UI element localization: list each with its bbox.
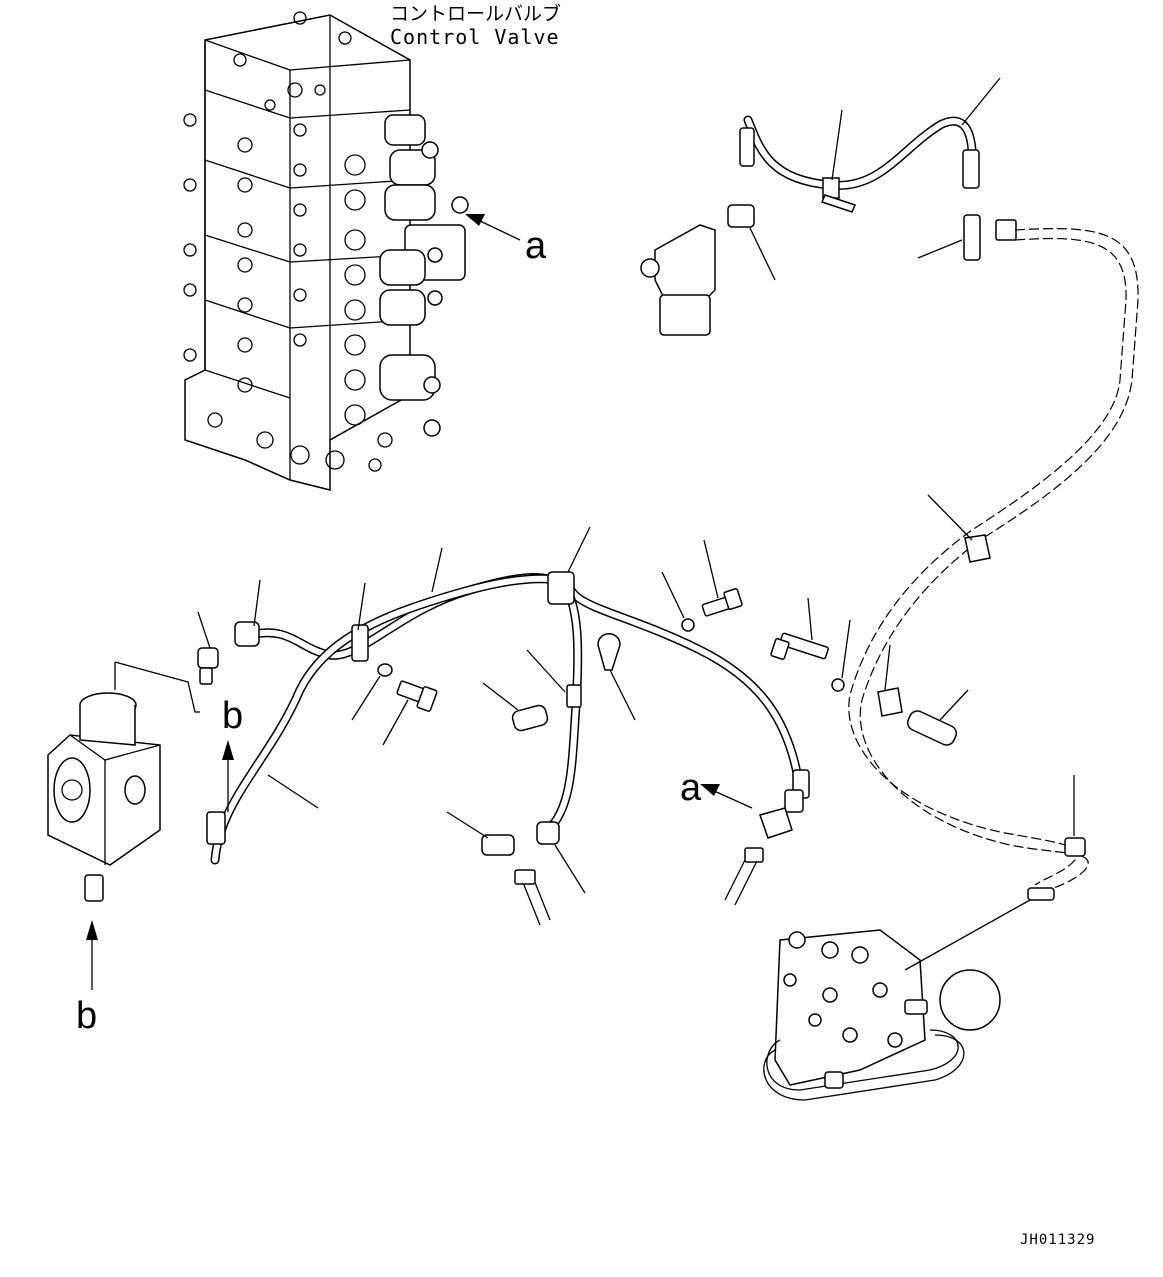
- control-valve-illustration: [183, 11, 469, 491]
- view-marker-b-lower: b: [76, 995, 97, 1037]
- view-arrow-a-upper: a: [465, 214, 547, 267]
- title-english: Control Valve: [390, 25, 560, 49]
- right-sleeve-bolt: [770, 597, 969, 746]
- view-marker-a-upper: a: [525, 225, 547, 267]
- view-marker-a-lower: a: [680, 767, 702, 809]
- upper-right-hose-assembly: [640, 77, 1017, 336]
- view-arrow-a-lower: a: [680, 767, 793, 906]
- main-hose-assembly: [206, 526, 810, 894]
- center-hardware: [351, 539, 743, 926]
- pilot-valve-illustration: [763, 899, 1031, 1101]
- view-arrow-b-upper: b: [222, 695, 243, 812]
- view-arrow-b-lower: b: [76, 920, 98, 1037]
- view-marker-b-upper: b: [222, 695, 243, 737]
- dashed-hose-right: [848, 228, 1139, 901]
- drawing-code: JH011329: [1020, 1232, 1095, 1248]
- title-japanese: コントロールバルブ: [390, 2, 561, 25]
- left-valve-illustration: [47, 611, 219, 902]
